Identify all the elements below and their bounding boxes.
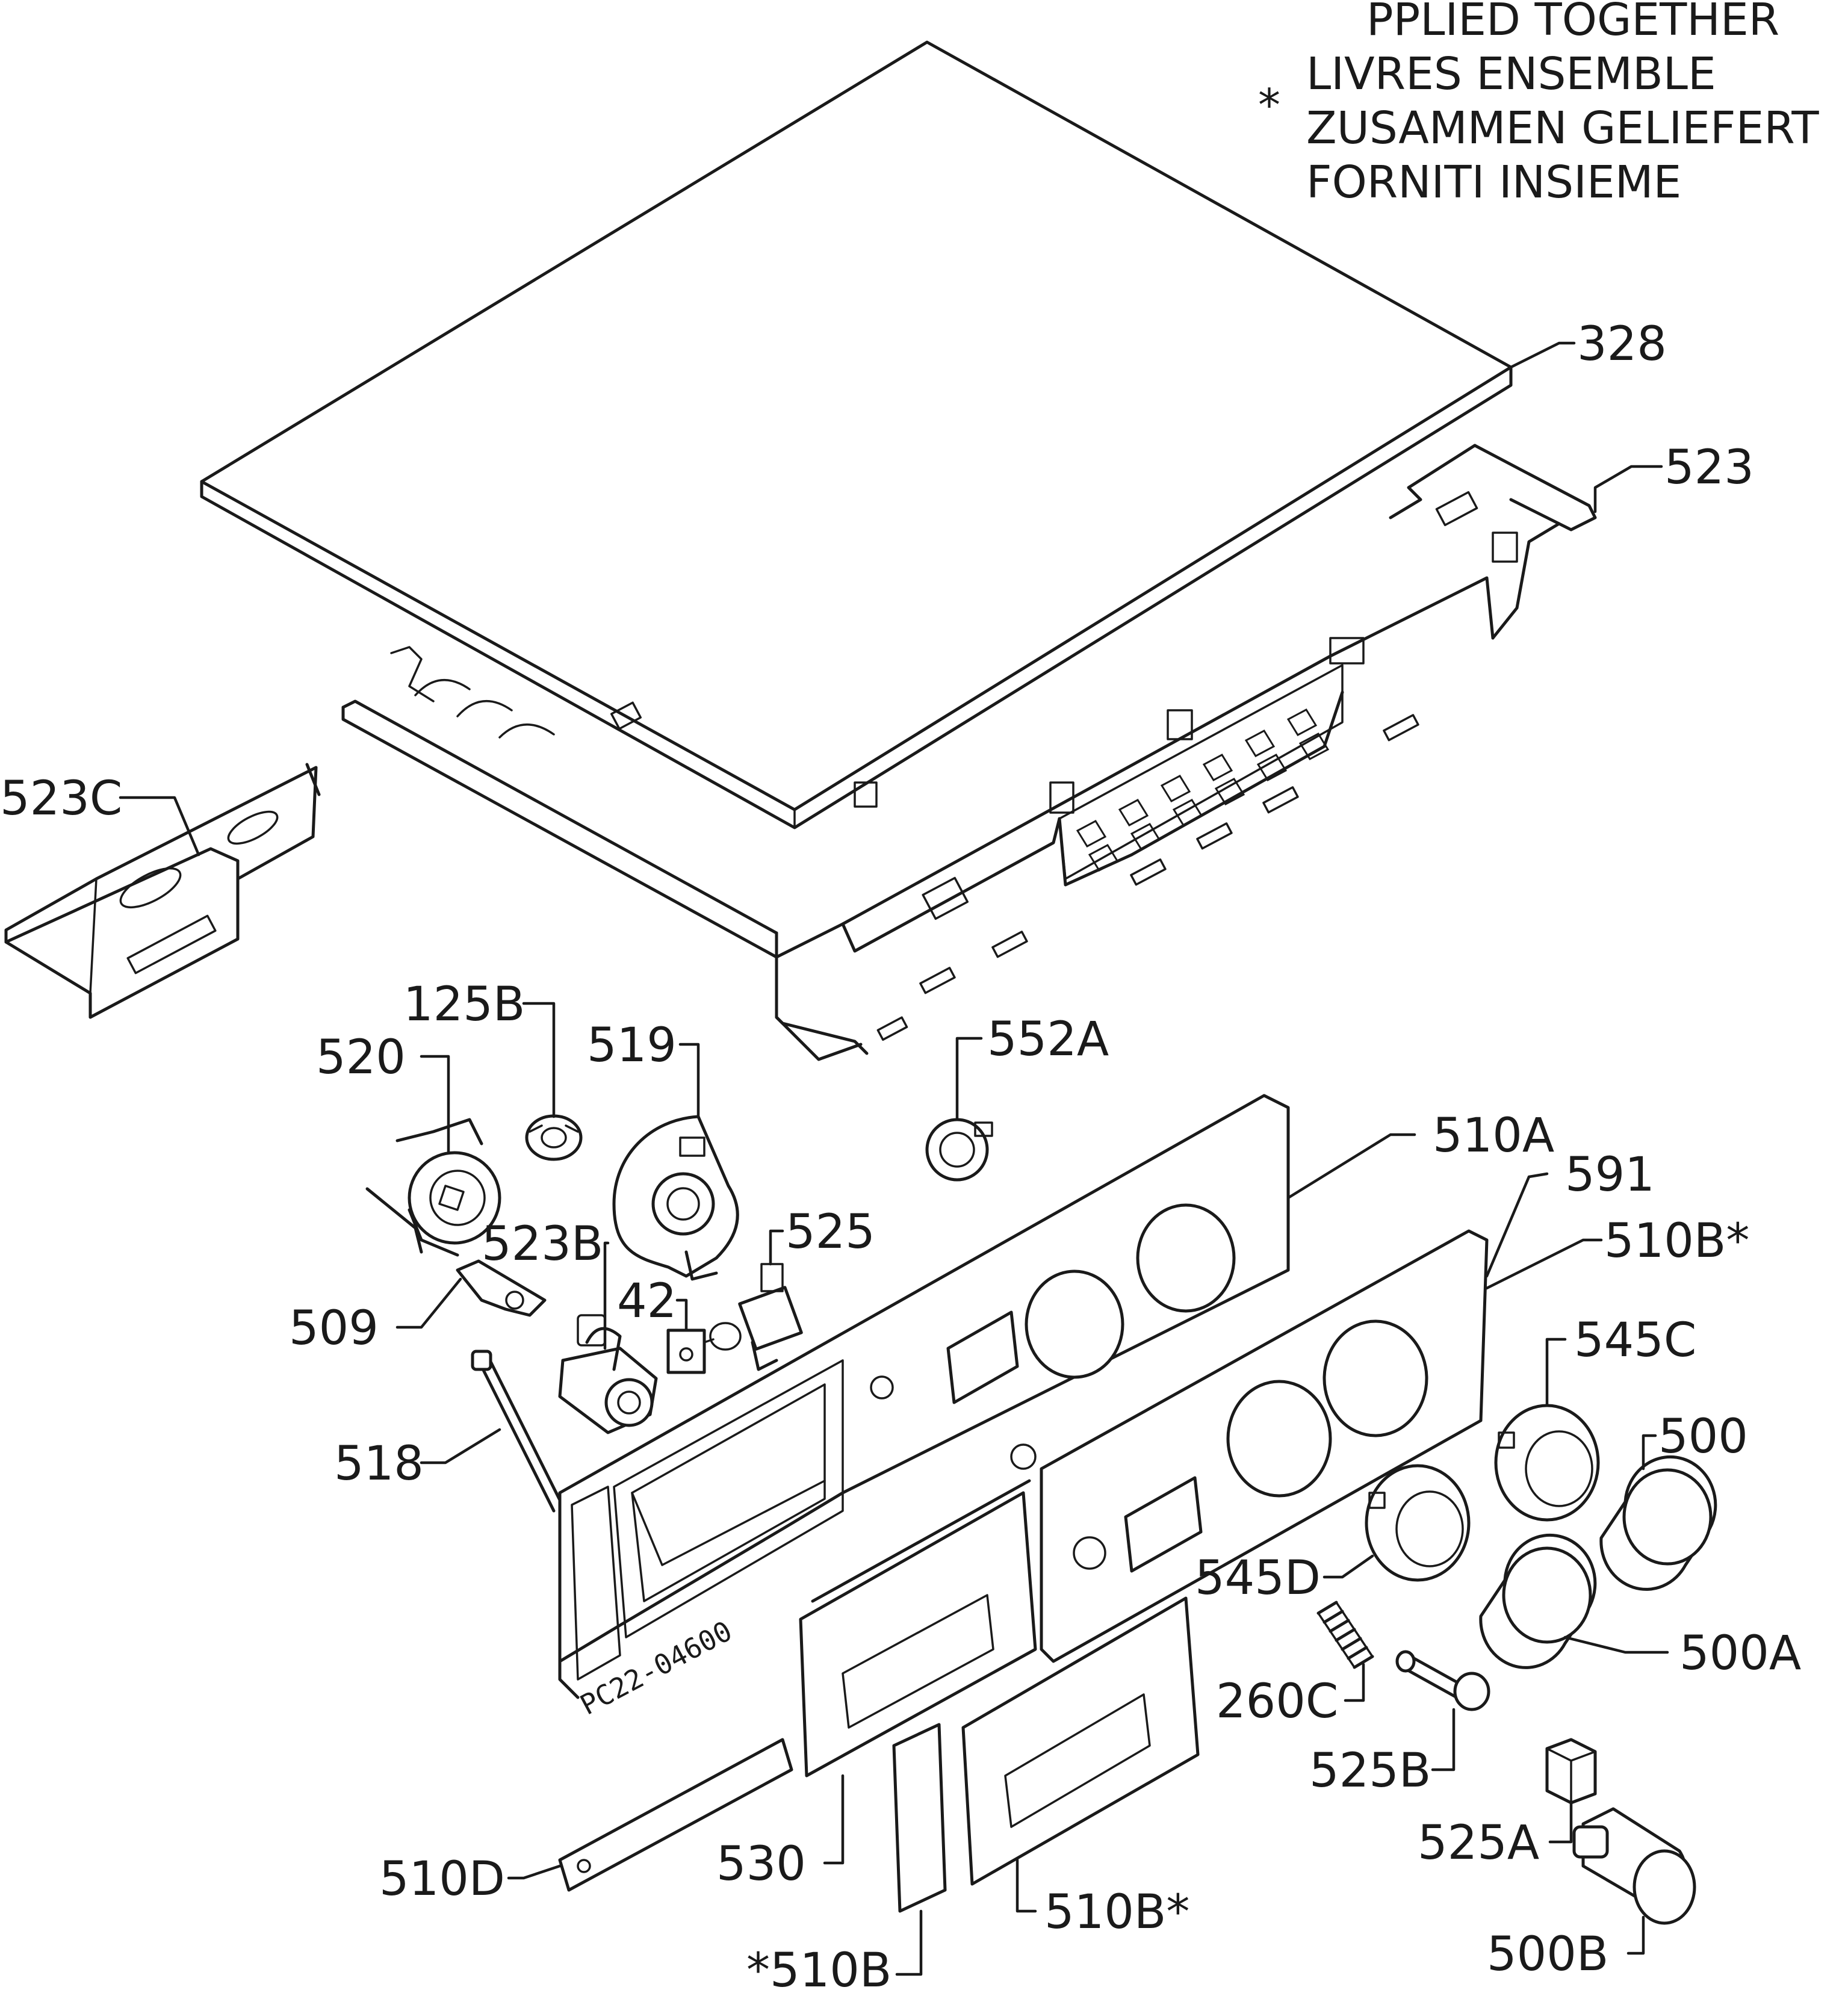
part-552A-ring [925, 1118, 993, 1182]
callout-500: 500 [1642, 1410, 1748, 1471]
label-523B: 523B [482, 1217, 603, 1271]
callout-510A: 510A [1286, 1109, 1554, 1200]
callout-523C: 523C [0, 772, 200, 857]
callout-518: 518 [334, 1428, 501, 1491]
part-545D-bezel [1365, 1464, 1471, 1582]
callout-509: 509 [289, 1277, 462, 1356]
note-line-3: ZUSAMMEN GELIEFERT [1306, 102, 1819, 154]
part-525-switch [738, 1263, 803, 1371]
label-509: 509 [289, 1301, 379, 1356]
part-530-trim-frame [799, 1479, 1037, 1778]
part-328-top-cover [200, 40, 1513, 829]
callout-525B: 525B [1309, 1708, 1456, 1798]
part-500-knob [1599, 1455, 1717, 1591]
label-523C: 523C [0, 772, 122, 826]
label-525A: 525A [1418, 1816, 1539, 1870]
supplied-together-note: PPLIED TOGETHER LIVRES ENSEMBLE ZUSAMMEN… [1258, 0, 1819, 208]
part-260C-spring [1316, 1601, 1374, 1669]
note-line-1: PPLIED TOGETHER [1366, 0, 1779, 46]
label-591: 591 [1565, 1148, 1655, 1202]
callout-591: 591 [1485, 1148, 1655, 1278]
part-510B-label-panel [961, 1596, 1200, 1886]
part-520-selector-switch [365, 1118, 501, 1257]
label-520: 520 [316, 1031, 406, 1085]
callout-260C: 260C [1216, 1663, 1365, 1729]
callout-510B-star-bottom: 510B* [1015, 1858, 1189, 1939]
part-510B-strip [892, 1723, 947, 1913]
callout-545C: 545C [1545, 1313, 1696, 1407]
label-525: 525 [786, 1205, 875, 1259]
label-518: 518 [334, 1437, 424, 1491]
label-545D: 545D [1195, 1551, 1321, 1605]
part-42-module [666, 1322, 742, 1374]
part-518-rod [471, 1350, 565, 1513]
label-510A: 510A [1433, 1109, 1554, 1163]
label-star-510B: *510B [746, 1944, 891, 1990]
label-545C: 545C [1574, 1313, 1696, 1368]
label-125B: 125B [403, 978, 525, 1032]
callout-star-510B: *510B [746, 1909, 923, 1990]
callout-500B: 500B [1487, 1915, 1645, 1982]
note-line-2: LIVRES ENSEMBLE [1306, 48, 1716, 100]
part-523B-lock-assembly [558, 1314, 658, 1434]
callout-525A: 525A [1418, 1801, 1573, 1870]
callout-520: 520 [316, 1031, 450, 1155]
callout-530: 530 [716, 1774, 845, 1891]
part-510A-front-fascia [558, 1094, 1290, 1699]
callout-552A: 552A [955, 1012, 1109, 1121]
label-552A: 552A [987, 1012, 1109, 1067]
label-500: 500 [1658, 1410, 1748, 1464]
part-509-lever [456, 1259, 547, 1317]
part-519-cam [612, 1115, 739, 1281]
part-525A-cube [1545, 1738, 1597, 1805]
part-510D-bar [558, 1738, 793, 1892]
label-500B: 500B [1487, 1927, 1608, 1982]
label-42: 42 [617, 1274, 677, 1328]
callout-525: 525 [769, 1205, 875, 1266]
callout-125B: 125B [403, 978, 556, 1118]
callout-519: 519 [587, 1018, 700, 1118]
callout-42: 42 [617, 1274, 688, 1332]
callout-510B-star-top: 510B* [1485, 1214, 1749, 1290]
callout-545D: 545D [1195, 1551, 1374, 1605]
part-591-inner-plate [1040, 1229, 1489, 1663]
label-510D: 510D [379, 1852, 505, 1906]
label-260C: 260C [1216, 1675, 1338, 1729]
part-125B-bushing [525, 1114, 583, 1161]
label-530: 530 [716, 1837, 806, 1891]
note-asterisk: * [1258, 79, 1280, 131]
part-523C-side-bracket [4, 763, 321, 1019]
label-523: 523 [1664, 441, 1754, 495]
label-510B-star-top: 510B* [1604, 1214, 1749, 1268]
part-545C-bezel [1494, 1404, 1600, 1522]
label-500A: 500A [1679, 1626, 1801, 1681]
note-line-4: FORNITI INSIEME [1306, 157, 1681, 208]
part-500A-knob [1479, 1533, 1597, 1669]
label-510B-star-bottom: 510B* [1044, 1885, 1189, 1939]
callout-510D: 510D [379, 1852, 562, 1906]
label-525B: 525B [1309, 1744, 1431, 1798]
label-519: 519 [587, 1018, 677, 1073]
label-328: 328 [1577, 317, 1667, 371]
part-525B-pin [1395, 1650, 1490, 1711]
callout-523: 523 [1593, 441, 1754, 513]
callout-328: 328 [1509, 317, 1667, 371]
part-500B-push-button [1572, 1807, 1696, 1925]
part-523-panel-frame [341, 444, 1597, 1061]
callout-500A: 500A [1563, 1626, 1801, 1681]
callout-523B: 523B [482, 1217, 610, 1350]
